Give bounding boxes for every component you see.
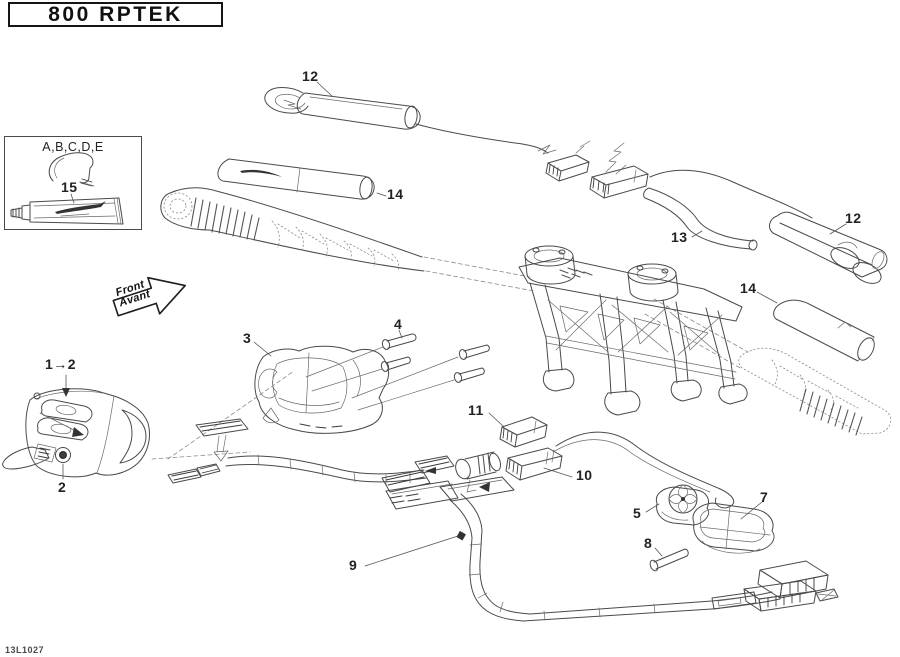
callout-14-left: 14 xyxy=(387,186,404,202)
callout-9: 9 xyxy=(349,557,358,573)
callout-5: 5 xyxy=(633,505,642,521)
callout-13: 13 xyxy=(671,229,688,245)
inset-label: A,B,C,D,E xyxy=(42,140,104,154)
callout-14-right: 14 xyxy=(740,280,757,296)
steering-riser-bracket xyxy=(518,245,748,416)
cover-7 xyxy=(692,502,775,554)
grip-sleeve-right-14 xyxy=(773,299,875,362)
multifunction-switch-assembly xyxy=(2,370,295,478)
grip-bar-13 xyxy=(643,187,758,251)
callout-15: 15 xyxy=(61,179,78,195)
callout-12-right: 12 xyxy=(845,210,862,226)
grip-sleeve-top-14 xyxy=(217,158,375,200)
connector-11 xyxy=(499,416,548,448)
callout-3: 3 xyxy=(243,330,252,346)
pin-8 xyxy=(649,548,689,572)
harness-top-connectors xyxy=(415,123,813,219)
callout-11: 11 xyxy=(468,402,484,418)
callout-10: 10 xyxy=(576,467,593,483)
drawing-number: 13L1027 xyxy=(5,645,45,655)
switch-lead-wire xyxy=(552,431,735,509)
callout-4: 4 xyxy=(394,316,403,332)
inset-box: A,B,C,D,E 15 xyxy=(4,136,142,230)
retaining-clip-icon xyxy=(48,152,95,204)
rear-connector-stack xyxy=(711,560,839,612)
callout-leader-lines xyxy=(62,81,847,567)
switch-5 xyxy=(655,484,710,526)
callout-7: 7 xyxy=(760,489,769,505)
heated-grip-element-right-12 xyxy=(769,211,888,284)
callout-12-top: 12 xyxy=(302,68,319,84)
inset-art xyxy=(10,152,124,225)
heated-grip-element-top-12 xyxy=(264,87,421,130)
handlebar xyxy=(160,187,892,436)
inline-solenoid-connector xyxy=(455,451,502,493)
connector-10 xyxy=(505,447,563,481)
switch-housing-shell-3 xyxy=(254,345,390,434)
callout-2: 2 xyxy=(58,479,67,495)
callout-1-2: 1→2 xyxy=(45,356,77,372)
model-title: 800 RPTEK xyxy=(8,2,223,27)
callout-8: 8 xyxy=(644,535,653,551)
lubricant-tube-icon xyxy=(10,197,124,225)
mounting-bolts-4 xyxy=(305,333,490,411)
front-direction-arrow xyxy=(112,276,186,317)
